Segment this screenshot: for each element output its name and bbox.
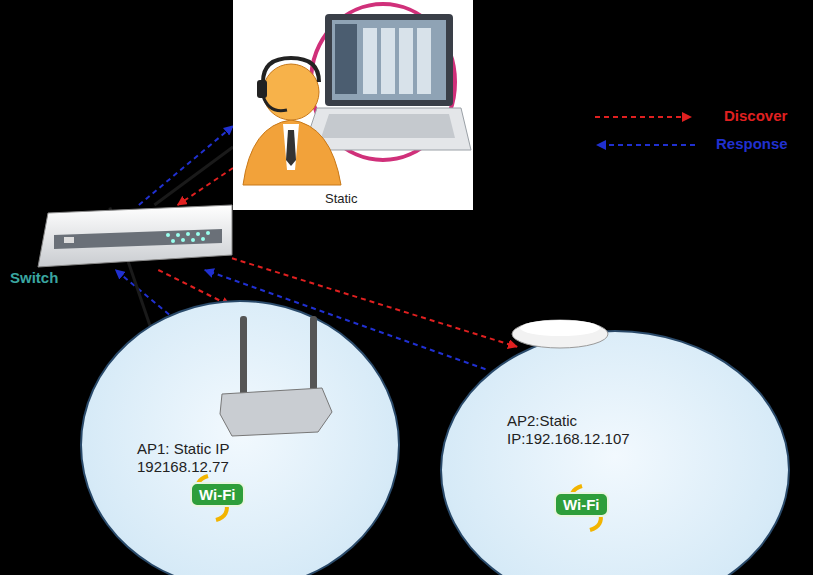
legend-arrowhead — [596, 140, 606, 150]
ap-coverage-circle: AP2:Static IP:192.168.12.107Wi-Fi — [440, 330, 790, 575]
legend-label: Response — [716, 135, 788, 152]
ap-coverage-circle: AP1: Static IP 192168.12.77Wi-Fi — [80, 300, 400, 575]
node-label: AP2:Static IP:192.168.12.107 — [507, 412, 657, 448]
legend-line — [600, 144, 695, 146]
message-arrow — [178, 168, 233, 205]
access-point-illustration — [82, 302, 402, 575]
access-point-illustration — [442, 332, 792, 575]
switch-box: Switch — [38, 205, 232, 270]
message-arrow — [139, 126, 233, 205]
legend-label: Discover — [724, 107, 787, 124]
node-label: Static — [325, 191, 425, 206]
network-cable — [154, 147, 233, 205]
wifi-logo: Wi-Fi — [190, 482, 245, 507]
legend-arrowhead — [682, 112, 692, 122]
wifi-logo: Wi-Fi — [554, 492, 609, 517]
legend-line — [595, 116, 690, 118]
operator-illustration — [233, 0, 473, 210]
node-label: Switch — [10, 269, 100, 286]
node-label: AP1: Static IP 192168.12.77 — [137, 440, 287, 476]
workstation-box: Static — [233, 0, 473, 210]
switch-illustration — [38, 205, 232, 270]
